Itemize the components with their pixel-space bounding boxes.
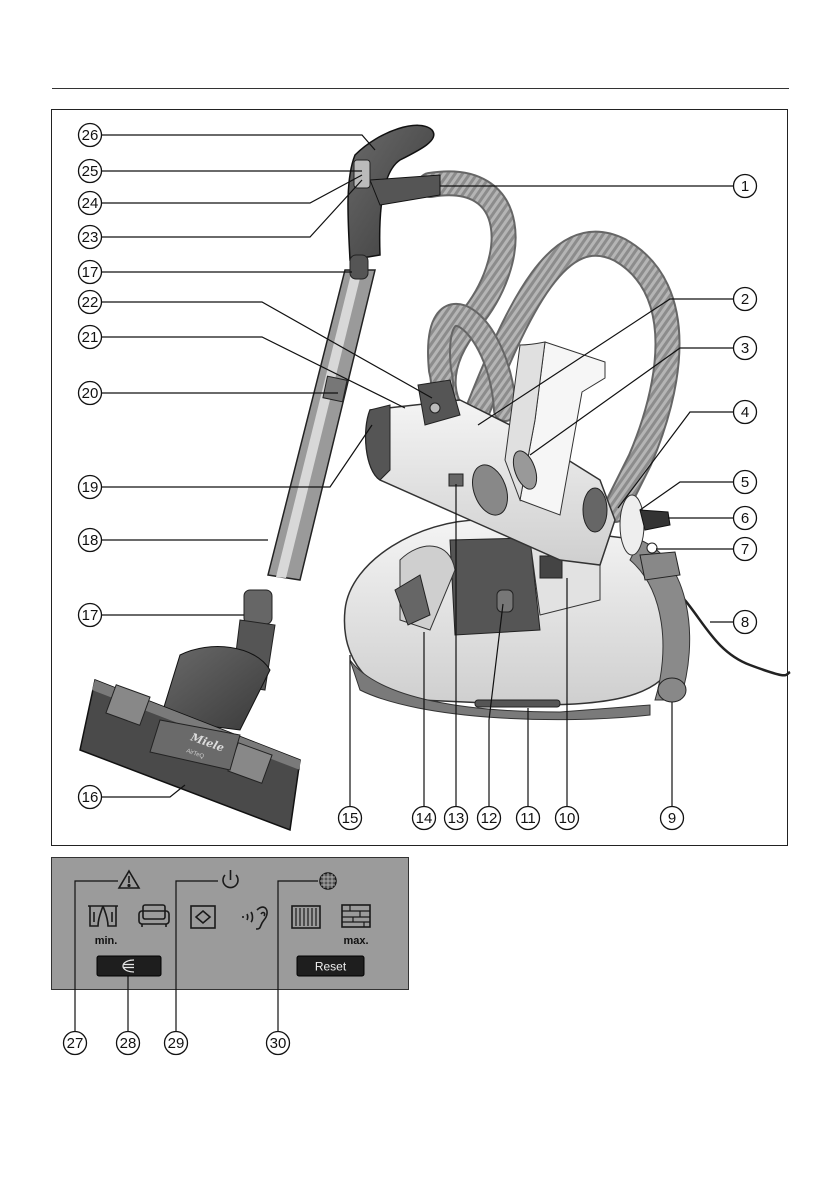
callout-number: 26 (82, 127, 99, 144)
callout-number: 28 (120, 1035, 137, 1052)
callout-18: 18 (79, 529, 102, 552)
callout-21: 21 (79, 326, 102, 349)
callout-number: 17 (82, 264, 99, 281)
leader-line-22 (102, 302, 432, 398)
leader-line-29 (176, 881, 218, 1031)
callout-23: 23 (79, 226, 102, 249)
callout-19: 19 (79, 476, 102, 499)
callout-7: 7 (734, 538, 757, 561)
panel-icons (88, 870, 370, 929)
callout-number: 29 (168, 1035, 185, 1052)
callout-number: 30 (270, 1035, 287, 1052)
callout-20: 20 (79, 382, 102, 405)
reset-button-label: Reset (315, 960, 347, 974)
callout-number: 12 (481, 810, 498, 827)
leader-line-21 (102, 337, 405, 408)
callout-28: 28 (117, 1032, 140, 1055)
leader-line-24 (102, 175, 362, 203)
callout-number: 8 (741, 614, 749, 631)
label-min: min. (95, 935, 118, 947)
callout-number: 16 (82, 789, 99, 806)
curtain-icon (88, 906, 118, 926)
callout-1: 1 (734, 175, 757, 198)
callout-4: 4 (734, 401, 757, 424)
quiet-icon (243, 907, 267, 929)
hard-floor-icon (342, 905, 370, 927)
callout-number: 9 (668, 810, 676, 827)
callout-number: 2 (741, 291, 749, 308)
callout-number: 18 (82, 532, 99, 549)
callout-3: 3 (734, 337, 757, 360)
warning-icon (119, 871, 139, 888)
callout-number: 5 (741, 474, 749, 491)
vacuum-illustration: Miele AirTeQ (80, 125, 790, 830)
callout-2: 2 (734, 288, 757, 311)
callout-27: 27 (64, 1032, 87, 1055)
rug-icon (191, 906, 215, 928)
callout-number: 25 (82, 163, 99, 180)
callout-number: 22 (82, 294, 99, 311)
callout-number: 27 (67, 1035, 84, 1052)
callout-13: 13 (445, 807, 468, 830)
callout-25: 25 (79, 160, 102, 183)
callout-number: 10 (559, 810, 576, 827)
callout-number: 20 (82, 385, 99, 402)
callout-17b: 17 (79, 604, 102, 627)
callout-number: 23 (82, 229, 99, 246)
callout-number: 6 (741, 510, 749, 527)
filter-icon (320, 873, 336, 889)
energy-button[interactable] (97, 956, 161, 976)
callout-12: 12 (478, 807, 501, 830)
callout-number: 3 (741, 340, 749, 357)
callout-number: 4 (741, 404, 749, 421)
label-max: max. (343, 935, 368, 947)
callout-number: 17 (82, 607, 99, 624)
upholstery-icon (139, 905, 169, 927)
callout-15: 15 (339, 807, 362, 830)
callout-30: 30 (267, 1032, 290, 1055)
callout-number: 19 (82, 479, 99, 496)
callout-number: 11 (520, 810, 536, 827)
callout-11: 11 (517, 807, 540, 830)
callout-number: 1 (741, 178, 749, 195)
callout-number: 24 (82, 195, 99, 212)
leader-line-5 (640, 482, 733, 510)
callout-number: 7 (741, 541, 749, 558)
reset-button[interactable]: Reset (297, 956, 364, 976)
callout-8: 8 (734, 611, 757, 634)
leader-line-16 (102, 785, 185, 797)
callout-number: 13 (448, 810, 465, 827)
callout-26: 26 (79, 124, 102, 147)
callout-17a: 17 (79, 261, 102, 284)
callout-10: 10 (556, 807, 579, 830)
callout-24: 24 (79, 192, 102, 215)
callout-number: 15 (342, 810, 359, 827)
callout-number: 14 (416, 810, 433, 827)
callout-16: 16 (79, 786, 102, 809)
power-icon (223, 870, 238, 888)
callout-14: 14 (413, 807, 436, 830)
callout-6: 6 (734, 507, 757, 530)
leader-line-23 (102, 180, 362, 237)
leader-line-26 (102, 135, 375, 150)
callout-9: 9 (661, 807, 684, 830)
callout-22: 22 (79, 291, 102, 314)
carpet-icon (292, 906, 320, 928)
callout-number: 21 (82, 329, 99, 346)
callout-5: 5 (734, 471, 757, 494)
callout-29: 29 (165, 1032, 188, 1055)
